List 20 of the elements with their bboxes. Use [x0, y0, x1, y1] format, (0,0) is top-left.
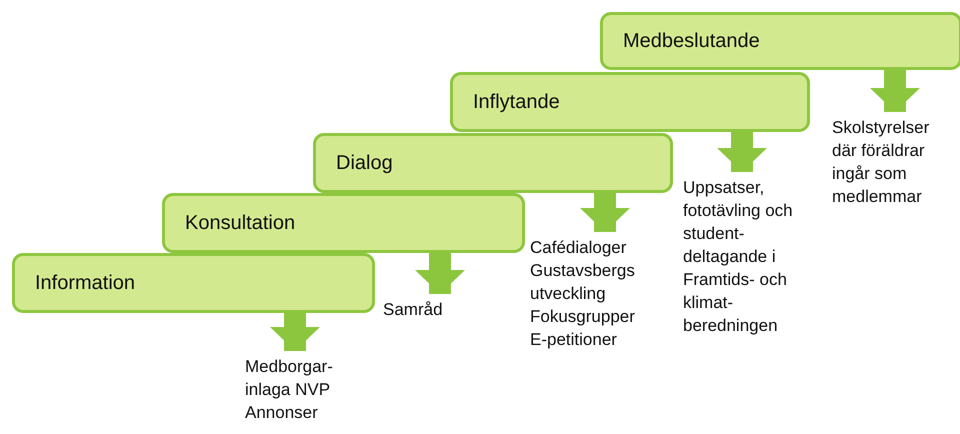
down-arrow — [717, 132, 767, 172]
step-title: Medbeslutande — [622, 30, 760, 52]
stair-step-box — [450, 72, 810, 132]
down-arrow — [270, 313, 320, 351]
stair-step-box — [162, 193, 525, 253]
stair-step-box — [12, 253, 375, 313]
example-text: Skolstyrelser där föräldrar ingår som medlemmar — [832, 116, 958, 208]
down-arrow — [580, 193, 630, 232]
step-title: Konsultation — [184, 212, 296, 234]
example-text: Uppsatser, fototävling och student- deltagande i Framtids- och klimat- beredningen — [683, 176, 811, 337]
step-title: Information — [34, 272, 136, 294]
example-text: Medborgar- inlaga NVP Annonser — [245, 355, 341, 424]
down-arrow — [415, 253, 465, 294]
down-arrow — [870, 70, 920, 112]
stair-step-box — [313, 133, 673, 193]
example-text: Samråd — [383, 298, 473, 321]
step-title: Inflytande — [472, 90, 560, 114]
stair-step-box — [600, 12, 960, 70]
example-text: Cafédialoger Gustavsbergs utveckling Fokusgrupper E-petitioner — [530, 236, 648, 351]
step-title: Dialog — [335, 152, 393, 174]
